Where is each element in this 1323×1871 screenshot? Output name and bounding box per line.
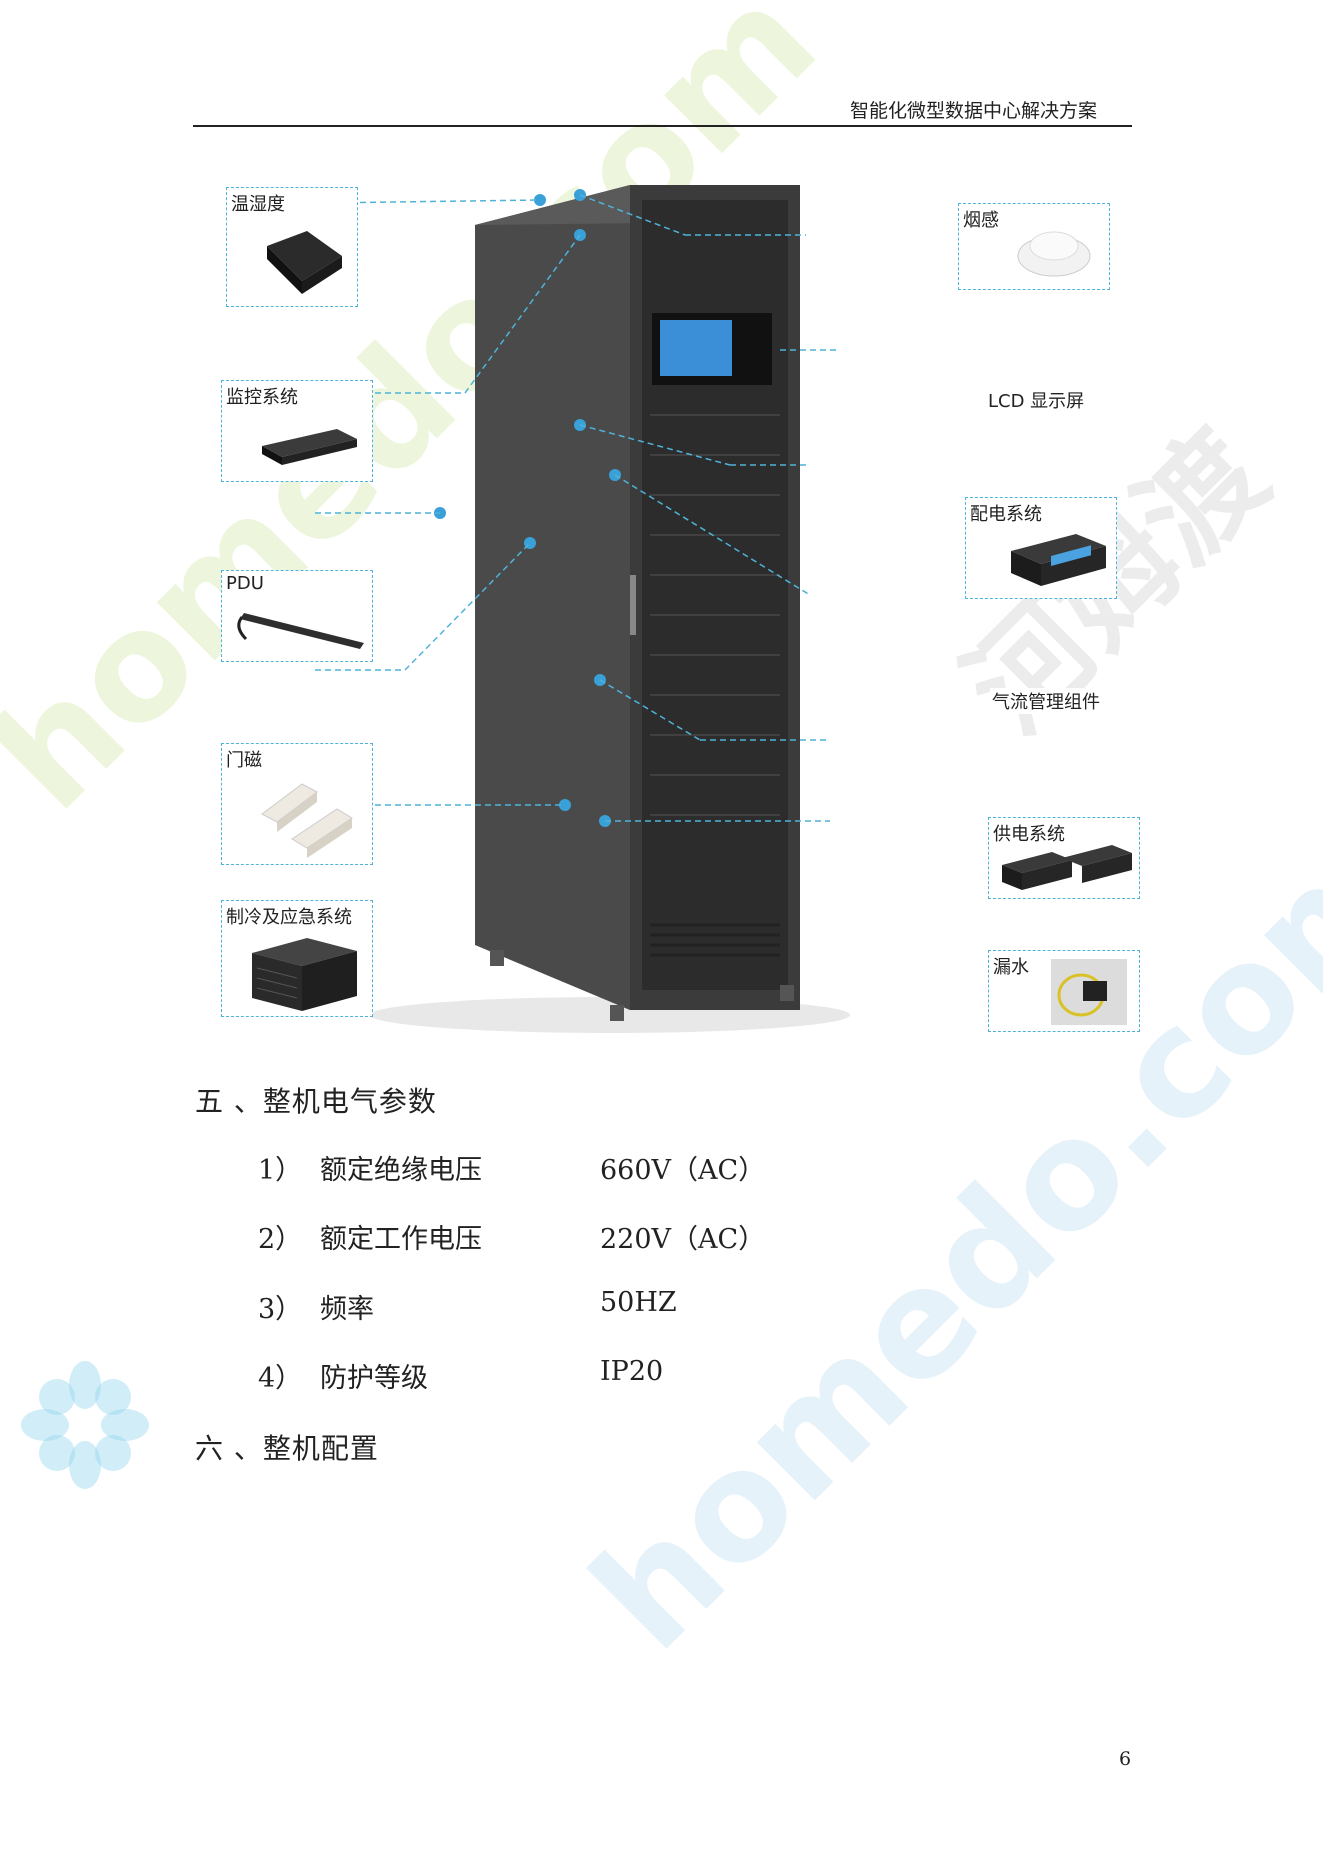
param-row: 1） 额定绝缘电压 660V（AC）: [258, 1148, 958, 1188]
component-label: 门磁: [226, 750, 262, 771]
section-heading-electrical: 五 、整机电气参数: [195, 1085, 437, 1118]
param-value: IP20: [600, 1356, 664, 1387]
component-power-distribution: 配电系统: [965, 497, 1117, 599]
component-smoke-detector: 烟感: [958, 203, 1110, 290]
component-pdu: PDU: [221, 570, 373, 662]
component-label: 监控系统: [226, 387, 298, 408]
component-power-supply: 供电系统: [988, 817, 1140, 899]
section-heading-configuration: 六 、整机配置: [195, 1432, 379, 1465]
cabinet-illustration: [315, 185, 850, 1033]
page-number: 6: [1119, 1748, 1132, 1770]
component-label: 供电系统: [993, 824, 1065, 845]
param-number: 1）: [258, 1155, 303, 1186]
component-label: 制冷及应急系统: [226, 907, 352, 928]
component-label: 配电系统: [970, 504, 1042, 525]
watermark-flower-icon: [20, 1360, 150, 1490]
param-name: 额定绝缘电压: [320, 1155, 482, 1186]
param-number: 2）: [258, 1224, 303, 1255]
cabinet-diagram: 温湿度 监控系统 PDU 门磁 制冷及应急系统 烟感 LCD 显示屏: [190, 165, 1150, 1045]
param-number: 3）: [258, 1294, 303, 1325]
param-value: 220V（AC）: [600, 1224, 766, 1255]
param-value: 660V（AC）: [600, 1155, 766, 1186]
component-temp-humidity: 温湿度: [226, 187, 358, 307]
component-label: 烟感: [963, 210, 999, 231]
param-value: 50HZ: [600, 1287, 677, 1318]
component-label: 漏水: [993, 957, 1029, 978]
callout-lcd: LCD 显示屏: [986, 387, 1087, 413]
component-label: PDU: [226, 573, 264, 594]
component-monitoring: 监控系统: [221, 380, 373, 482]
param-name: 防护等级: [320, 1363, 428, 1394]
param-name: 额定工作电压: [320, 1224, 482, 1255]
component-door-sensor: 门磁: [221, 743, 373, 865]
component-water-leak: 漏水: [988, 950, 1140, 1032]
header-rule: [193, 125, 1132, 127]
param-name: 频率: [320, 1294, 374, 1325]
param-row: 3） 频率 50HZ: [258, 1287, 958, 1327]
component-cooling: 制冷及应急系统: [221, 900, 373, 1017]
param-row: 4） 防护等级 IP20: [258, 1356, 958, 1396]
component-label: 温湿度: [231, 194, 285, 215]
param-number: 4）: [258, 1363, 303, 1394]
header-title: 智能化微型数据中心解决方案: [849, 100, 1097, 122]
param-row: 2） 额定工作电压 220V（AC）: [258, 1217, 958, 1257]
callout-airflow: 气流管理组件: [990, 688, 1102, 714]
